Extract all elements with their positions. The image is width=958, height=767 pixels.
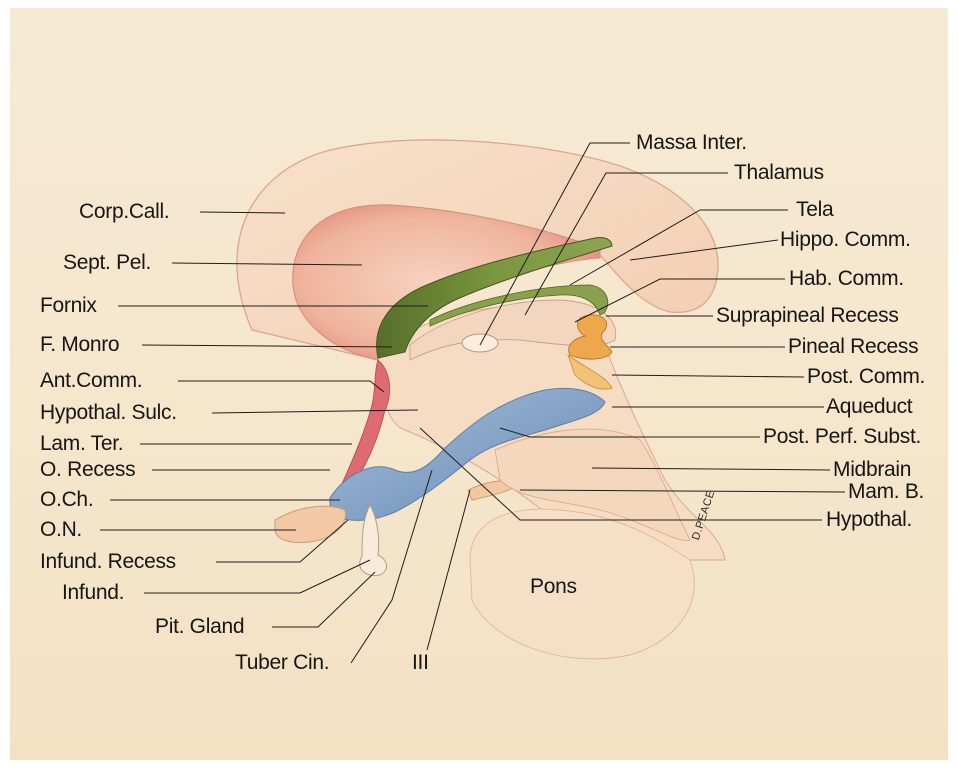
label-ant-comm: Ant.Comm. [40, 369, 142, 393]
label-hypothal-sulc: Hypothal. Sulc. [40, 401, 177, 425]
label-pons: Pons [530, 575, 577, 599]
massa-intermedia-shape [462, 334, 498, 352]
label-hab-comm: Hab. Comm. [789, 267, 904, 291]
label-o-ch: O.Ch. [40, 488, 93, 512]
label-suprapineal-recess: Suprapineal Recess [716, 304, 899, 328]
label-post-perf-subst: Post. Perf. Subst. [763, 425, 921, 449]
label-tuber-cin: Tuber Cin. [235, 651, 329, 675]
label-o-n: O.N. [40, 518, 82, 542]
label-sept-pel: Sept. Pel. [63, 251, 151, 275]
label-massa-inter: Massa Inter. [636, 131, 747, 155]
label-mam-b: Mam. B. [848, 480, 924, 504]
label-pineal-recess: Pineal Recess [788, 335, 918, 359]
label-tela: Tela [796, 198, 833, 222]
label-post-comm: Post. Comm. [807, 365, 925, 389]
label-infund-recess: Infund. Recess [40, 550, 176, 574]
optic-nerve-shape [275, 506, 345, 542]
label-o-recess: O. Recess [40, 458, 135, 482]
label-aqueduct: Aqueduct [826, 395, 912, 419]
label-hypothal: Hypothal. [826, 508, 912, 532]
label-fornix: Fornix [40, 294, 97, 318]
label-corp-call: Corp.Call. [79, 200, 169, 224]
label-f-monro: F. Monro [40, 333, 119, 357]
label-lam-ter: Lam. Ter. [40, 432, 123, 456]
label-infund: Infund. [62, 581, 124, 605]
label-thalamus: Thalamus [734, 161, 824, 185]
label-iii: III [412, 651, 429, 675]
label-pit-gland: Pit. Gland [155, 615, 244, 639]
label-midbrain: Midbrain [833, 458, 911, 482]
label-hippo-comm: Hippo. Comm. [780, 228, 911, 252]
